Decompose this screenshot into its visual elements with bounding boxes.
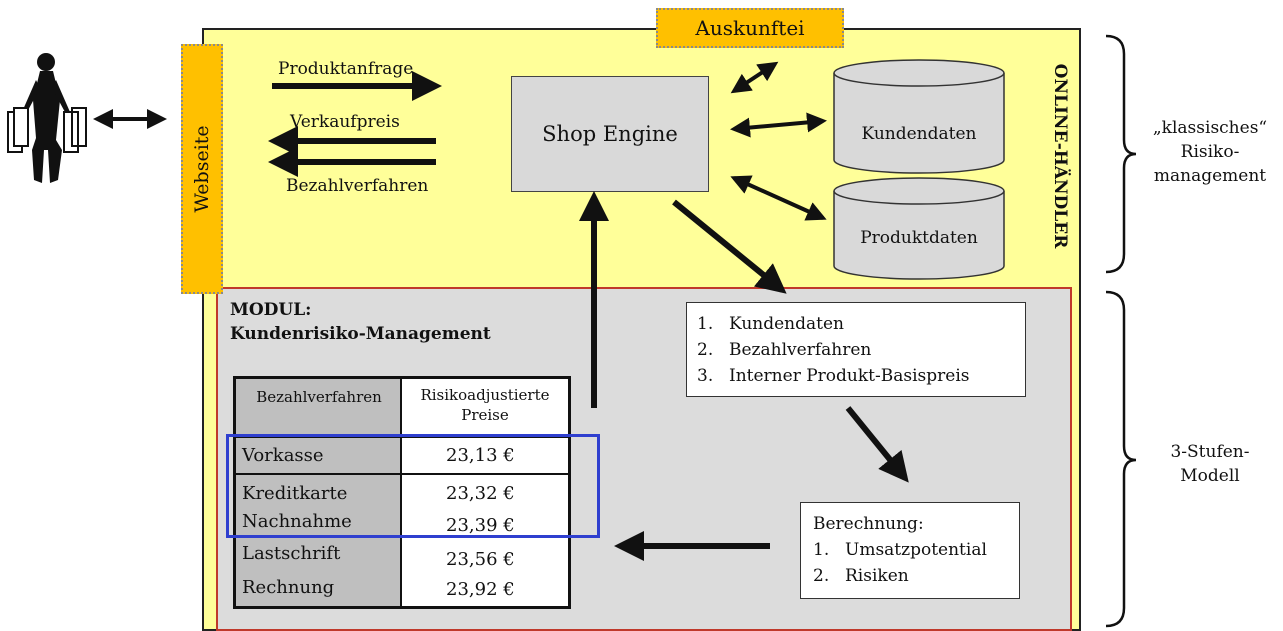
- list-item: 1.Umsatzpotential: [813, 540, 987, 560]
- produktanfrage-label: Produktanfrage: [278, 59, 414, 79]
- shopper-icon: [7, 53, 87, 183]
- webseite-box: Webseite: [181, 44, 223, 294]
- module-title-line2: Kundenrisiko-Management: [230, 324, 491, 344]
- module-title: MODUL: Kundenrisiko-Management: [230, 298, 491, 346]
- highlight-frame: [226, 434, 600, 538]
- table-cell-method: Nachnahme: [242, 511, 352, 532]
- table-cell-price: 23,32 €: [446, 483, 515, 504]
- arrow-shop-auskunftei: [730, 61, 779, 94]
- list-item: 3.Interner Produkt-Basispreis: [697, 366, 970, 386]
- table-cell-price: 23,92 €: [446, 579, 515, 600]
- kundendaten-label: Kundendaten: [861, 124, 977, 144]
- arrow-shop-produktdaten: [730, 175, 827, 221]
- berechnung-box: Berechnung: 1.Umsatzpotential 2.Risiken: [800, 502, 1020, 599]
- kundendaten-cylinder: [833, 59, 1005, 174]
- brace-top: [1105, 34, 1137, 274]
- arrow-shop-to-list: [672, 199, 787, 294]
- table-cell-method: Vorkasse: [242, 445, 324, 466]
- table-cell-price: 23,13 €: [446, 445, 515, 466]
- table-cell-method: Lastschrift: [242, 543, 341, 564]
- shop-engine-label: Shop Engine: [542, 122, 678, 146]
- produktdaten-cylinder: [833, 177, 1005, 280]
- list-item: 1.Kundendaten: [697, 314, 844, 334]
- bezahlverfahren-label: Bezahlverfahren: [286, 176, 429, 196]
- arrow-shop-kundendaten: [730, 112, 827, 138]
- inputs-list-box: 1.Kundendaten 2.Bezahlverfahren 3.Intern…: [686, 302, 1026, 397]
- berechnung-title: Berechnung:: [813, 514, 924, 534]
- brace-bottom-label: 3-Stufen- Modell: [1170, 442, 1250, 486]
- module-title-line1: MODUL:: [230, 300, 312, 320]
- verkaufpreis-label: Verkaufpreis: [290, 112, 400, 132]
- table-cell-price: 23,56 €: [446, 549, 515, 570]
- auskunftei-label: Auskunftei: [695, 16, 805, 40]
- brace-top-label: „klassisches“ Risiko- management: [1152, 118, 1268, 186]
- brace-bottom: [1105, 290, 1137, 628]
- price-table: Bezahlverfahren Risikoadjustierte Preise…: [233, 376, 571, 609]
- table-header-price: Risikoadjustierte Preise: [420, 386, 550, 424]
- arrow-list-to-calc: [845, 406, 909, 483]
- auskunftei-box: Auskunftei: [656, 8, 844, 48]
- list-item: 2.Risiken: [813, 566, 909, 586]
- table-header-method: Bezahlverfahren: [256, 388, 382, 406]
- table-cell-method: Rechnung: [242, 577, 335, 598]
- list-item: 2.Bezahlverfahren: [697, 340, 872, 360]
- table-cell-method: Kreditkarte: [242, 483, 348, 504]
- shop-engine-box: Shop Engine: [511, 76, 709, 192]
- produktdaten-label: Produktdaten: [860, 228, 978, 248]
- table-cell-price: 23,39 €: [446, 515, 515, 536]
